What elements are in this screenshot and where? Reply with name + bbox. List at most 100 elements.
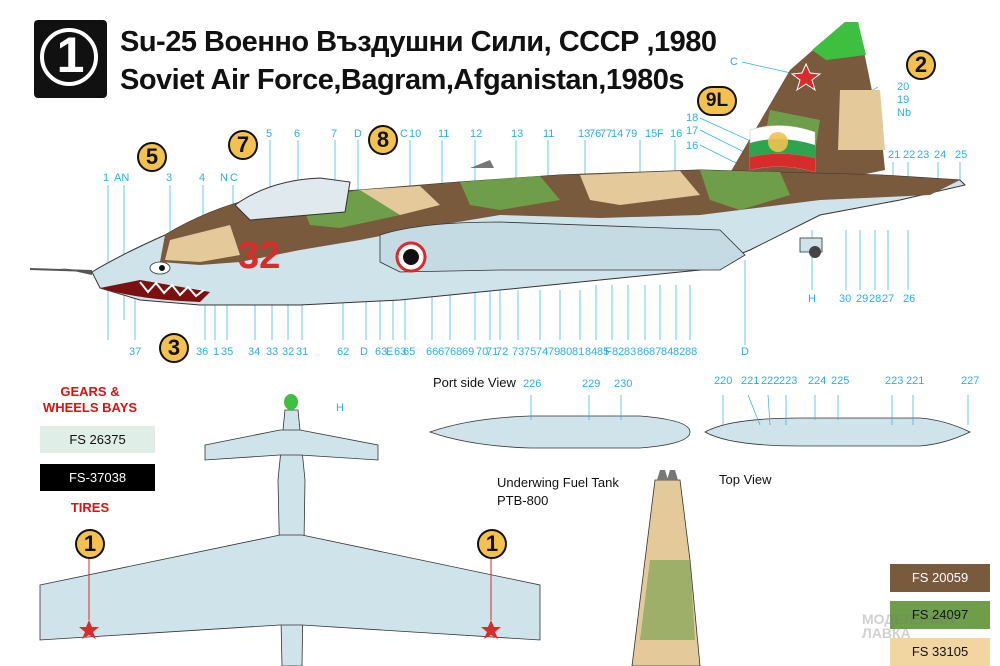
page-title-english: Soviet Air Force,Bagram,Afganistan,1980s [120, 64, 684, 96]
dim-label: 3 [166, 172, 173, 184]
dim-label: 85 [597, 346, 610, 358]
callout-2: 2 [906, 50, 936, 80]
dim-label: 17 [686, 125, 699, 137]
dim-label: D [354, 128, 362, 140]
dim-label: 65 [403, 346, 416, 358]
dim-label: 222 [761, 375, 780, 387]
dim-label: F [605, 346, 612, 358]
dim-label: 21 [888, 149, 901, 161]
side-number: 32 [238, 235, 281, 277]
dim-label: 80 [560, 346, 573, 358]
dim-label: D [741, 346, 749, 358]
dim-label: 6 [294, 128, 301, 140]
dim-label: 20 [897, 81, 910, 93]
dim-label: 223 [779, 375, 798, 387]
dim-label: 86 [637, 346, 650, 358]
dim-label: 73 [512, 346, 525, 358]
dim-label: 19 [897, 94, 910, 106]
watermark: МОДЕЛЬНАЯ ЛАВКА [862, 612, 954, 640]
dim-label: 70 [476, 346, 489, 358]
underwing-tank-model: PTB-800 [497, 493, 549, 508]
dim-label: 7 [331, 128, 338, 140]
dim-label: 36 [196, 346, 209, 358]
dim-label: F [657, 128, 664, 140]
dim-label: 220 [714, 375, 733, 387]
legend-fs33105: FS 33105 [890, 638, 990, 666]
dim-label: 18 [686, 112, 699, 124]
dim-label: 25 [955, 149, 968, 161]
top-view-aircraft [631, 470, 701, 666]
gears-heading-line2: WHEELS BAYS [42, 400, 138, 415]
dim-label: 33 [266, 346, 279, 358]
dim-label: 72 [496, 346, 509, 358]
dim-label: 88 [685, 346, 698, 358]
watermark-line2: ЛАВКА [862, 625, 911, 641]
dim-label: 76 [589, 128, 602, 140]
dim-label: 15 [645, 128, 658, 140]
dim-label: 82 [673, 346, 686, 358]
dim-label: C [400, 128, 408, 140]
dim-label: 227 [961, 375, 980, 387]
dim-label: 26 [903, 293, 916, 305]
page-title-bulgarian: Su-25 Военно Въздушни Сили, СССР ,1980 [120, 26, 717, 58]
dim-label: 31 [296, 346, 309, 358]
dim-label: 29 [856, 293, 869, 305]
dim-label: 87 [649, 346, 662, 358]
dim-label: 221 [741, 375, 760, 387]
callout-1-right: 1 [477, 529, 507, 559]
dim-label: 229 [582, 378, 601, 390]
plan-view-aircraft [39, 394, 541, 666]
dim-label: 68 [450, 346, 463, 358]
dim-label: 1 [213, 346, 220, 358]
badge-ring [40, 28, 98, 86]
dim-label: 24 [934, 149, 947, 161]
swatch-fs26375: FS 26375 [40, 426, 155, 453]
dim-label: AN [114, 172, 130, 184]
dim-label: 11 [543, 128, 555, 140]
dim-label: 221 [906, 375, 925, 387]
dim-label: 226 [523, 378, 542, 390]
badge-number: 1 [56, 27, 85, 83]
callout-9l: 9L [697, 86, 737, 116]
fuel-tank-port [428, 395, 691, 449]
dim-label: 22 [903, 149, 916, 161]
dim-label: 225 [831, 375, 850, 387]
dim-label: 27 [882, 293, 895, 305]
port-side-view-label: Port side View [433, 375, 516, 390]
dim-label: 5 [266, 128, 273, 140]
underwing-tank-label: Underwing Fuel Tank [497, 475, 619, 490]
gears-heading: GEARS & WHEELS BAYS [40, 384, 140, 416]
dim-label: C [230, 172, 238, 184]
red-star-insignia [790, 62, 822, 92]
swatch-fs37038: FS-37038 [40, 464, 155, 491]
dim-label: 10 [409, 128, 422, 140]
legend-fs20059: FS 20059 [890, 564, 990, 592]
dim-label: 14 [611, 128, 624, 140]
dim-label: 34 [248, 346, 261, 358]
legend-fs24097: FS 24097 [890, 601, 990, 629]
dim-label: 30 [839, 293, 852, 305]
dim-label: 74 [536, 346, 549, 358]
aircraft-number-badge: 1 [34, 20, 107, 98]
dim-label: 62 [337, 346, 350, 358]
dim-label: 13 [511, 128, 524, 140]
gears-heading-line1: GEARS & [60, 384, 120, 399]
dim-label: 28 [869, 293, 882, 305]
dim-label: 32 [282, 346, 295, 358]
dim-label: E [386, 346, 394, 358]
dim-label: 230 [614, 378, 633, 390]
dim-label: 82 [612, 346, 625, 358]
tires-label: TIRES [70, 500, 110, 515]
fuel-tank-top [704, 394, 971, 447]
dim-label: 69 [462, 346, 475, 358]
tail-flag [749, 125, 816, 173]
dim-label: H [808, 293, 816, 305]
dim-label: 1 [103, 172, 110, 184]
dim-label: N [220, 172, 228, 184]
top-view-label: Top View [719, 472, 772, 487]
dim-label: 77 [600, 128, 613, 140]
dim-label: 4 [199, 172, 206, 184]
dim-label: 83 [624, 346, 637, 358]
callout-5: 5 [137, 142, 167, 172]
